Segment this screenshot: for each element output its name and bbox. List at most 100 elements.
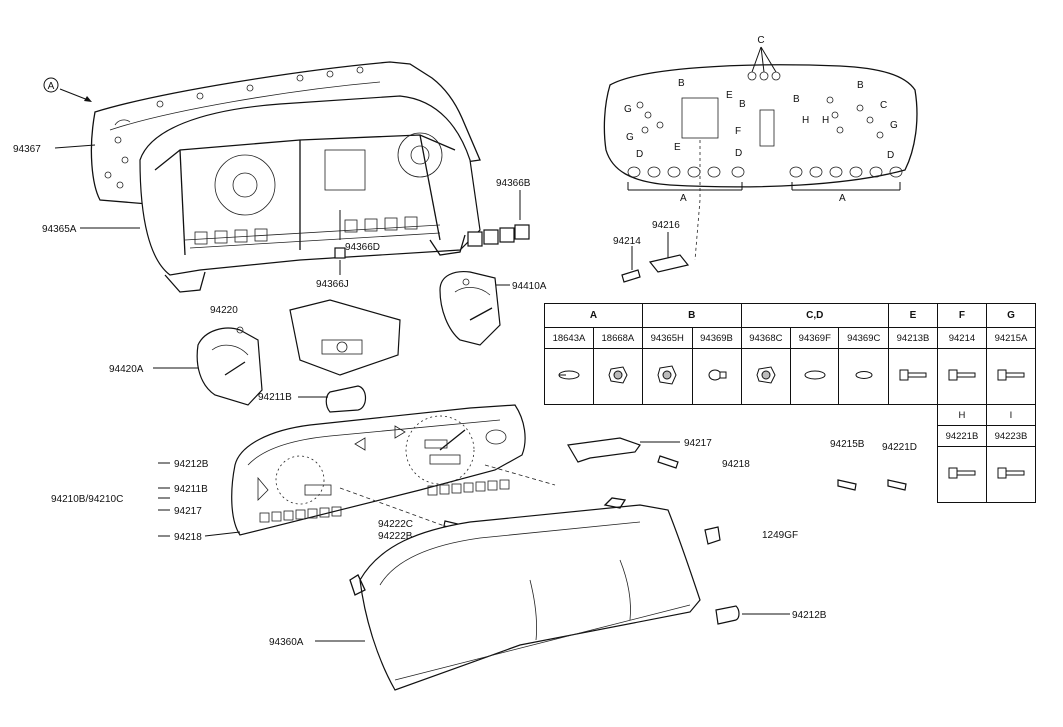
table-header-f: F bbox=[936, 303, 987, 328]
callout-94366b: 94366B bbox=[496, 178, 531, 189]
table-header-e: E bbox=[888, 303, 938, 328]
callout-94222b: 94222B bbox=[378, 531, 413, 542]
callout-94218-left: 94218 bbox=[174, 532, 202, 543]
table-part-number: 94365H bbox=[641, 327, 693, 349]
screw-icon bbox=[888, 348, 938, 405]
circuit-schematic: C bbox=[603, 35, 918, 191]
table-header-cd: C,D bbox=[740, 303, 890, 328]
gauge-94410a bbox=[439, 270, 501, 346]
circuit-letter: H bbox=[822, 115, 829, 126]
circuit-letter: A bbox=[839, 193, 846, 204]
callout-94212b-right: 94212B bbox=[792, 610, 827, 621]
table-part-number: 94214 bbox=[936, 327, 987, 349]
lens-cover bbox=[349, 497, 701, 691]
bulb-spec-table: A B C,D E F G 18643A 18668A 94365H 94369… bbox=[544, 303, 1037, 503]
bulb-94366j bbox=[334, 247, 346, 259]
callout-94221d: 94221D bbox=[882, 442, 917, 453]
callout-94367: 94367 bbox=[13, 144, 41, 155]
table-part-number: 94369F bbox=[790, 327, 840, 349]
socket-bulb-icon bbox=[592, 348, 643, 405]
circuit-letter: D bbox=[735, 148, 742, 159]
callout-94218-right: 94218 bbox=[722, 459, 750, 470]
circuit-letter: C bbox=[880, 100, 887, 111]
table-part-number: 18643A bbox=[544, 327, 594, 349]
circuit-letter: G bbox=[624, 104, 632, 115]
faceplate-indicators bbox=[259, 479, 510, 523]
callout-94410a: 94410A bbox=[512, 281, 547, 292]
callout-94360a: 94360A bbox=[269, 637, 304, 648]
circuit-letter: B bbox=[739, 99, 746, 110]
table-spacer bbox=[545, 447, 938, 503]
wedge-bulb-icon bbox=[790, 348, 840, 405]
table-part-number: 94215A bbox=[985, 327, 1037, 349]
table-spacer bbox=[545, 405, 938, 426]
callout-94214: 94214 bbox=[613, 236, 641, 247]
bulb-94212b bbox=[715, 605, 740, 625]
circuit-label-c: C bbox=[757, 35, 764, 46]
wedge-bulb-icon bbox=[544, 348, 594, 405]
circuit-letter: H bbox=[802, 115, 809, 126]
circuit-letter: A bbox=[680, 193, 687, 204]
instrument-case bbox=[139, 95, 481, 293]
screw-94215b bbox=[837, 479, 857, 491]
table-header-g: G bbox=[985, 303, 1037, 328]
table-part-number: 94223B bbox=[985, 425, 1037, 447]
circuit-letter: D bbox=[887, 150, 894, 161]
callout-94366j: 94366J bbox=[316, 279, 349, 290]
table-part-number: 94369B bbox=[691, 327, 742, 349]
circuit-letter: F bbox=[735, 126, 741, 137]
callout-94220: 94220 bbox=[210, 305, 238, 316]
table-part-number: 94368C bbox=[740, 327, 792, 349]
table-part-number: 94213B bbox=[888, 327, 938, 349]
callout-94212b-left: 94212B bbox=[174, 459, 209, 470]
circuit-bracket bbox=[289, 299, 401, 376]
view-a-letter: A bbox=[48, 81, 55, 92]
table-part-number: 18668A bbox=[592, 327, 643, 349]
socket-bulb-icon bbox=[740, 348, 792, 405]
socket-bulb-icon bbox=[641, 348, 693, 405]
wedge-bulb-icon bbox=[691, 348, 742, 405]
circuit-bulb-holders bbox=[636, 96, 884, 139]
gauge-94420a bbox=[196, 326, 263, 406]
callout-94210b-94210c: 94210B/94210C bbox=[51, 494, 123, 505]
screw-icon bbox=[936, 348, 987, 405]
case-sockets bbox=[194, 216, 418, 245]
callout-94366d: 94366D bbox=[345, 242, 380, 253]
callout-94211b: 94211B bbox=[258, 392, 292, 403]
callout-94215b: 94215B bbox=[830, 439, 865, 450]
callout-94217-left: 94217 bbox=[174, 506, 202, 517]
circuit-letter: E bbox=[674, 142, 681, 153]
table-spacer bbox=[545, 426, 938, 447]
bulb-set-94366b bbox=[467, 224, 530, 247]
circuit-letter: G bbox=[626, 132, 634, 143]
harness-94216 bbox=[621, 140, 701, 283]
callout-94217-right: 94217 bbox=[684, 438, 712, 449]
view-a-marker: A bbox=[43, 77, 92, 102]
circuit-letter: B bbox=[678, 78, 685, 89]
table-header-h: H bbox=[936, 404, 987, 426]
callout-94222c: 94222C bbox=[378, 519, 413, 530]
callout-94216: 94216 bbox=[652, 220, 680, 231]
bulb-94211b bbox=[325, 385, 367, 413]
screw-icon bbox=[985, 446, 1037, 503]
screw-icon bbox=[985, 348, 1037, 405]
callout-94365a: 94365A bbox=[42, 224, 77, 235]
circuit-letter-labels: B B G E B B C G D E F D H H G D A A bbox=[624, 78, 898, 204]
circuit-letter: E bbox=[726, 90, 733, 101]
table-header-a: A bbox=[544, 303, 643, 328]
circuit-letter: B bbox=[857, 80, 864, 91]
circuit-letter: D bbox=[636, 149, 643, 160]
callout-94420a: 94420A bbox=[109, 364, 144, 375]
screw-1249gf bbox=[704, 526, 721, 545]
callout-1249gf: 1249GF bbox=[762, 530, 798, 541]
circuit-letter: B bbox=[793, 94, 800, 105]
table-part-number: 94369C bbox=[838, 327, 890, 349]
circuit-letter: G bbox=[890, 120, 898, 131]
faceplate bbox=[231, 404, 556, 536]
screw-icon bbox=[936, 446, 987, 503]
wedge-bulb-icon bbox=[838, 348, 890, 405]
table-part-number: 94221B bbox=[936, 425, 987, 447]
callout-94211b-left: 94211B bbox=[174, 484, 208, 495]
table-header-i: I bbox=[985, 404, 1037, 426]
